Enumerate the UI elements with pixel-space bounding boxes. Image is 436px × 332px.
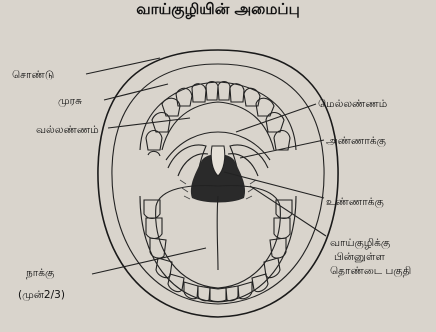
- label-lip: சொண்டு: [12, 69, 54, 81]
- label-tongue-line1: நாக்கு: [26, 267, 55, 281]
- leader-gum: [104, 84, 168, 100]
- tongue-midline: [217, 196, 218, 270]
- label-gum: முரசு: [58, 95, 82, 107]
- label-palate-arch: அண்ணாக்கு: [326, 135, 387, 149]
- label-hard-palate: வல்லண்ணம்: [36, 124, 99, 136]
- label-uvula: உண்ணாக்கு: [326, 196, 384, 210]
- leader-lip: [86, 58, 160, 74]
- label-pharynx-line3: தொண்டை பகுதி: [330, 265, 412, 279]
- diagram-title: வாய்குழியின் அமைப்பு: [136, 0, 299, 19]
- upper-teeth: [146, 82, 290, 157]
- label-pharynx-line1: வாய்குழிக்கு: [330, 237, 391, 251]
- label-pharynx-line2: பின்னுள்ள: [334, 251, 385, 263]
- leader-soft-palate: [236, 104, 316, 132]
- label-tongue-line2: (முன்2/3): [18, 289, 65, 301]
- leader-pharynx: [250, 186, 326, 236]
- leader-tongue: [92, 248, 206, 274]
- label-soft-palate: மெல்லண்ணம்: [318, 98, 388, 110]
